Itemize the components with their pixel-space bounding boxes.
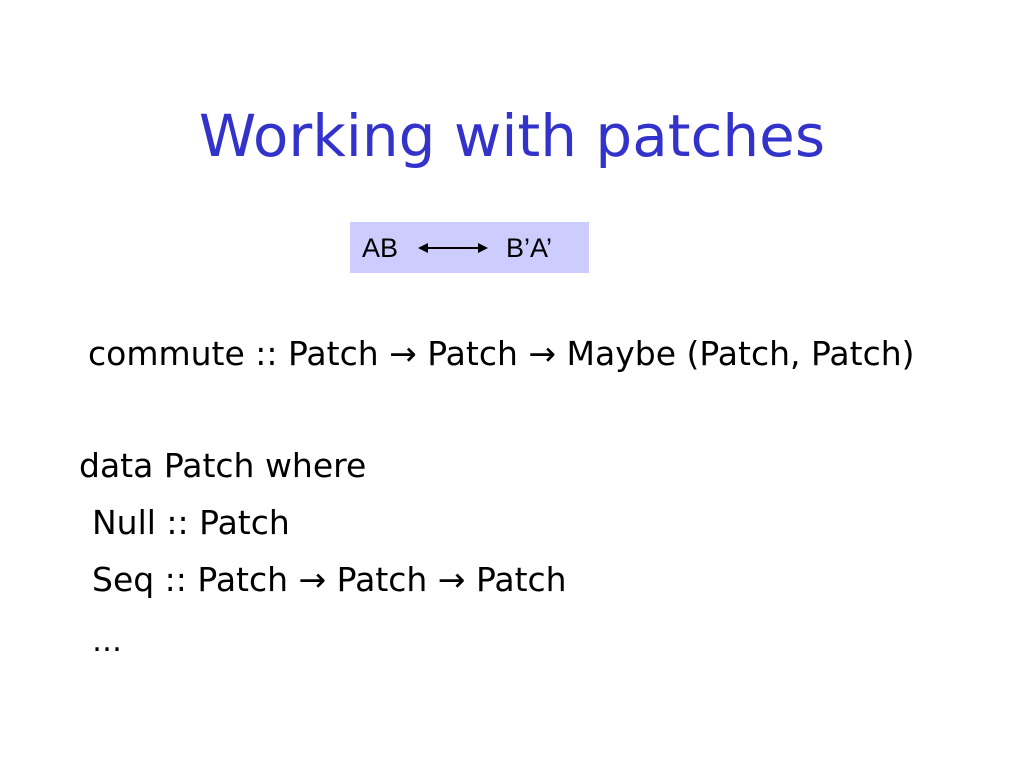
diagram-right-label: B’A’ (506, 233, 553, 263)
null-constructor: Null :: Patch (92, 503, 290, 542)
ellipsis: … (92, 624, 122, 659)
commute-diagram-box: AB B’A’ (350, 222, 589, 273)
diagram-left-label: AB (362, 233, 399, 263)
double-headed-arrow-icon (418, 243, 488, 253)
data-declaration: data Patch where (79, 446, 367, 485)
commute-signature: commute :: Patch → Patch → Maybe (Patch,… (88, 334, 915, 373)
seq-constructor: Seq :: Patch → Patch → Patch (92, 560, 567, 599)
slide-title: Working with patches (198, 102, 826, 170)
